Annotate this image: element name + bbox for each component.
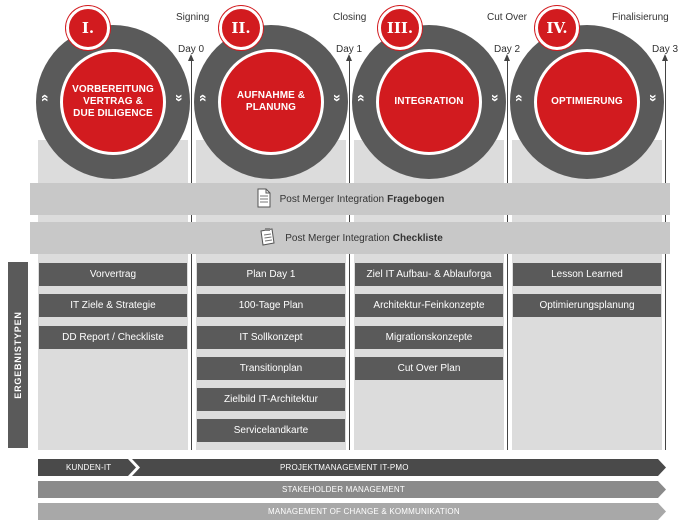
phase-badge-4: IV. <box>535 6 579 50</box>
output-transitionplan: Transitionplan <box>197 357 345 380</box>
output-optimierungsplanung: Optimierungsplanung <box>513 294 661 317</box>
label-stakeholder: STAKEHOLDER MANAGEMENT <box>282 485 405 494</box>
output-vorvertrag: Vorvertrag <box>39 263 187 286</box>
day-0-label: Day 0 <box>178 44 205 55</box>
output-servicelandkarte: Servicelandkarte <box>197 419 345 442</box>
output-dd-report: DD Report / Checkliste <box>39 326 187 349</box>
phase-title-4: OPTIMIERUNG <box>534 49 640 155</box>
milestone-line-day3 <box>662 54 668 450</box>
output-cut-over-plan: Cut Over Plan <box>355 357 503 380</box>
phase-ring-2: « AUFNAHME &PLANUNG » <box>194 25 348 179</box>
output-100-tage-plan: 100-Tage Plan <box>197 294 345 317</box>
output-lesson-learned: Lesson Learned <box>513 263 661 286</box>
phase-1-title-line1: VORBEREITUNG <box>72 84 154 95</box>
arrow-projektmanagement <box>132 459 666 476</box>
phase-ring-3: « INTEGRATION » <box>352 25 506 179</box>
output-it-ziele: IT Ziele & Strategie <box>39 294 187 317</box>
output-migrationskonzepte: Migrationskonzepte <box>355 326 503 349</box>
output-architektur-feinkonzepte: Architektur-Feinkonzepte <box>355 294 503 317</box>
arrow-stakeholder <box>38 481 666 498</box>
label-kunden-it: KUNDEN-IT <box>66 463 112 472</box>
output-ziel-it-aufbau: Ziel IT Aufbau- & Ablauforga <box>355 263 503 286</box>
band-fragebogen: Post Merger Integration Fragebogen <box>30 183 670 215</box>
phase-badge-3: III. <box>378 6 422 50</box>
phase-3-title-line1: INTEGRATION <box>394 96 464 107</box>
milestone-line-day2 <box>504 54 510 450</box>
output-plan-day-1: Plan Day 1 <box>197 263 345 286</box>
arrow-divider <box>129 458 139 469</box>
milestone-closing: Closing <box>333 12 367 23</box>
output-it-sollkonzept: IT Sollkonzept <box>197 326 345 349</box>
phase-title-2: AUFNAHME &PLANUNG <box>218 49 324 155</box>
document-icon <box>256 188 272 211</box>
phase-title-3: INTEGRATION <box>376 49 482 155</box>
band-checkliste-bold: Checkliste <box>392 232 443 244</box>
ergebnistypen-label: ERGEBNISTYPEN <box>8 262 28 448</box>
label-projektmanagement: PROJEKTMANAGEMENT IT-PMO <box>280 463 409 472</box>
band-fragebogen-prefix: Post Merger Integration <box>279 193 385 205</box>
milestone-line-day1 <box>346 54 352 450</box>
milestone-cut-over: Cut Over <box>487 12 528 23</box>
phase-badge-1: I. <box>66 6 110 50</box>
phase-1-title-line3: DUE DILIGENCE <box>73 108 153 119</box>
phase-4-title-line1: OPTIMIERUNG <box>551 96 623 107</box>
phase-1-title-line2: VERTRAG & <box>83 96 143 107</box>
phase-2-title-line1: AUFNAHME & <box>236 90 306 101</box>
milestone-line-day0 <box>188 54 194 450</box>
arrow-kunden-it <box>38 459 136 476</box>
clipboard-icon <box>257 227 277 250</box>
phase-badge-2: II. <box>219 6 263 50</box>
phase-2-title-line2: PLANUNG <box>245 102 297 113</box>
band-checkliste-prefix: Post Merger Integration <box>285 232 390 244</box>
arrow-divider <box>129 466 139 477</box>
output-zielbild-it-architektur: Zielbild IT-Architektur <box>197 388 345 411</box>
milestone-signing: Signing <box>176 12 210 23</box>
phase-ring-4: « OPTIMIERUNG » <box>510 25 664 179</box>
band-fragebogen-bold: Fragebogen <box>387 193 445 205</box>
arrow-change <box>38 503 666 520</box>
day-2-label: Day 2 <box>494 44 521 55</box>
band-checkliste: Post Merger Integration Checkliste <box>30 222 670 254</box>
day-1-label: Day 1 <box>336 44 363 55</box>
milestone-finalisierung: Finalisierung <box>612 12 669 23</box>
day-3-label: Day 3 <box>652 44 679 55</box>
label-change: MANAGEMENT OF CHANGE & KOMMUNIKATION <box>268 507 460 516</box>
